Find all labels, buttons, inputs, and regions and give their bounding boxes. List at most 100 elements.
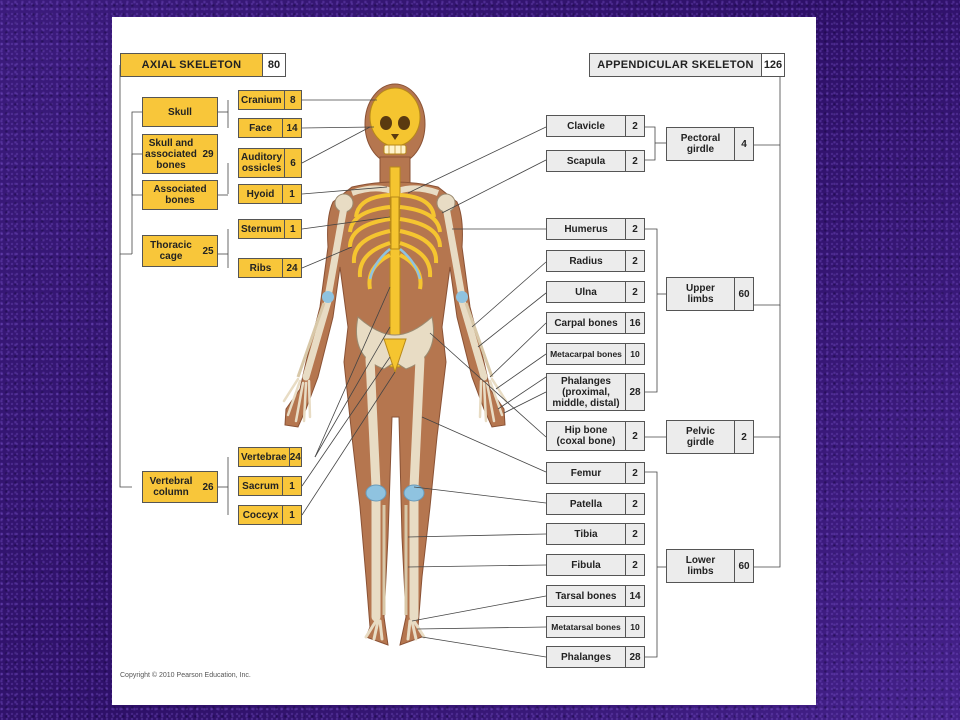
- bone-count: 10: [625, 344, 644, 364]
- group-count: 25: [202, 245, 214, 257]
- bone-hyoid: Hyoid 1: [238, 184, 302, 204]
- axial-group-thoracic-cage: Thoracic cage 25: [142, 235, 218, 267]
- bone-count: 2: [625, 251, 644, 271]
- bone-count: 2: [625, 282, 644, 302]
- bone-label: Phalanges: [560, 651, 612, 663]
- bone-label: Ribs: [249, 262, 272, 274]
- bone-label: Clavicle: [567, 120, 605, 132]
- bone-label: Hyoid: [246, 188, 275, 200]
- bone-fibula: Fibula 2: [546, 554, 645, 576]
- body-figure: [282, 83, 508, 646]
- group-count: 29: [202, 148, 214, 160]
- bone-label: Metatarsal bones: [551, 621, 621, 632]
- group-count: 60: [734, 550, 753, 582]
- connector-lines: [119, 65, 781, 658]
- bone-count: 1: [283, 220, 301, 238]
- group-count: 4: [734, 128, 753, 160]
- bone-count: 1: [282, 185, 301, 203]
- group-count: 60: [734, 278, 753, 310]
- bone-sternum: Sternum 1: [238, 219, 302, 239]
- bone-count: 24: [282, 259, 301, 277]
- group-label: Pectoral girdle: [680, 133, 721, 155]
- bone-count: 24: [288, 448, 301, 466]
- bone-ulna: Ulna 2: [546, 281, 645, 303]
- bone-label: Vertebrae: [241, 451, 287, 463]
- axial-group-skull: Skull: [142, 97, 218, 127]
- group-label: Skull: [168, 106, 192, 118]
- bone-count: 10: [625, 617, 644, 637]
- bone-coccyx: Coccyx 1: [238, 505, 302, 525]
- bone-label: Scapula: [566, 155, 606, 167]
- bone-count: 6: [284, 149, 301, 177]
- bone-phalanges-foot: Phalanges 28: [546, 646, 645, 668]
- bone-count: 28: [625, 647, 644, 667]
- bone-count: 2: [625, 524, 644, 544]
- bone-patella: Patella 2: [546, 493, 645, 515]
- axial-group-associated-bones: Associated bones: [142, 180, 218, 210]
- appendicular-header-count: 126: [761, 54, 784, 76]
- bone-count: 2: [625, 555, 644, 575]
- bone-count: 2: [625, 494, 644, 514]
- bone-scapula: Scapula 2: [546, 150, 645, 172]
- bone-label: Fibula: [571, 559, 601, 571]
- group-label: Vertebral column: [149, 476, 193, 498]
- bone-femur: Femur 2: [546, 462, 645, 484]
- group-label: Lower limbs: [685, 555, 716, 577]
- axial-group-skull-associated: Skull and associated bones 29: [142, 134, 218, 174]
- bone-count: 16: [625, 313, 644, 333]
- axial-header-label: AXIAL SKELETON: [141, 58, 242, 71]
- bone-metatarsal-bones: Metatarsal bones 10: [546, 616, 645, 638]
- bone-carpal-bones: Carpal bones 16: [546, 312, 645, 334]
- bone-label: Coccyx: [242, 509, 279, 521]
- bone-label: Face: [249, 122, 272, 134]
- bone-label: Patella: [569, 498, 603, 510]
- group-count: 2: [734, 421, 753, 453]
- group-label: Associated bones: [153, 184, 207, 206]
- group-label: Upper limbs: [686, 283, 715, 305]
- bone-count: 2: [625, 422, 644, 450]
- axial-group-vertebral-column: Vertebral column 26: [142, 471, 218, 503]
- copyright-notice: Copyright © 2010 Pearson Education, Inc.: [120, 672, 251, 679]
- bone-label: Cranium: [241, 94, 282, 106]
- bone-label: Femur: [570, 467, 602, 479]
- bone-tibia: Tibia 2: [546, 523, 645, 545]
- slide-panel: AXIAL SKELETON 80 Skull Skull and associ…: [112, 17, 816, 705]
- bone-label: Hip bone (coxal bone): [556, 425, 616, 447]
- bone-count: 8: [283, 91, 301, 109]
- bone-label: Sacrum: [242, 480, 279, 492]
- bone-face: Face 14: [238, 118, 302, 138]
- bone-ribs: Ribs 24: [238, 258, 302, 278]
- axial-skeleton-header: AXIAL SKELETON 80: [120, 53, 286, 77]
- bone-count: 2: [625, 116, 644, 136]
- bone-hip: Hip bone (coxal bone) 2: [546, 421, 645, 451]
- bone-clavicle: Clavicle 2: [546, 115, 645, 137]
- bone-count: 1: [282, 477, 301, 495]
- bone-label: Sternum: [241, 223, 282, 235]
- bone-count: 2: [625, 151, 644, 171]
- bone-count: 1: [282, 506, 301, 524]
- bone-metacarpal-bones: Metacarpal bones 10: [546, 343, 645, 365]
- group-lower-limbs: Lower limbs 60: [666, 549, 754, 583]
- bone-label: Phalanges (proximal, middle, distal): [552, 375, 620, 409]
- bone-label: Radius: [569, 255, 603, 267]
- bone-humerus: Humerus 2: [546, 218, 645, 240]
- bone-tarsal-bones: Tarsal bones 14: [546, 585, 645, 607]
- bone-sacrum: Sacrum 1: [238, 476, 302, 496]
- bone-auditory-ossicles: Auditory ossicles 6: [238, 148, 302, 178]
- bone-label: Tibia: [574, 528, 598, 540]
- bone-label: Humerus: [564, 223, 608, 235]
- bone-count: 14: [625, 586, 644, 606]
- bone-cranium: Cranium 8: [238, 90, 302, 110]
- bone-vertebrae: Vertebrae 24: [238, 447, 302, 467]
- bone-label: Ulna: [575, 286, 597, 298]
- axial-header-count: 80: [262, 54, 285, 76]
- bone-label: Auditory ossicles: [241, 152, 283, 174]
- bone-count: 28: [625, 374, 644, 410]
- group-label: Thoracic cage: [150, 240, 192, 262]
- group-pelvic-girdle: Pelvic girdle 2: [666, 420, 754, 454]
- bone-count: 2: [625, 463, 644, 483]
- appendicular-skeleton-header: APPENDICULAR SKELETON 126: [589, 53, 785, 77]
- bone-count: 2: [625, 219, 644, 239]
- bone-phalanges-hand: Phalanges (proximal, middle, distal) 28: [546, 373, 645, 411]
- group-label: Skull and associated bones: [145, 137, 197, 171]
